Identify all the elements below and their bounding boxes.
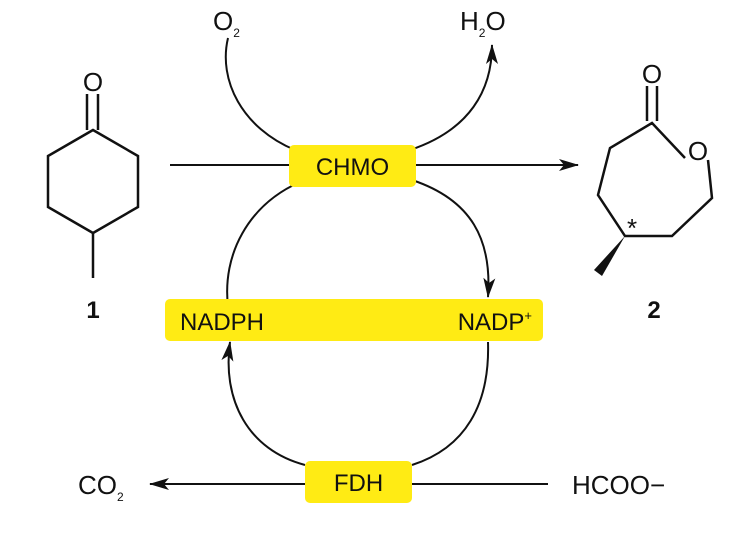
fdh-enzyme-box	[305, 461, 412, 503]
substrate-number: 1	[86, 297, 99, 324]
product-carbonyl-oxygen: O	[642, 59, 662, 89]
water-release-arrow	[409, 44, 498, 151]
chmo-enzyme-box	[289, 145, 416, 187]
nadp-label: NADP+	[458, 308, 532, 336]
product-methyl-wedge	[594, 236, 625, 276]
chmo-label: CHMO	[316, 154, 389, 181]
fdh-to-nadph-arrow	[221, 341, 306, 466]
cofactor-bar	[165, 299, 543, 341]
substrate-carbonyl-oxygen: O	[83, 67, 103, 97]
co2-label: CO2	[78, 470, 124, 504]
nadp-to-fdh-curve	[411, 341, 490, 466]
nadph-to-chmo-curve	[226, 181, 301, 307]
substrate-structure	[46, 94, 140, 278]
nadph-label: NADPH	[180, 309, 264, 336]
formate-label: HCOO−	[572, 470, 665, 500]
product-ring-oxygen: O	[688, 136, 708, 166]
chmo-to-nadp-arrow	[411, 179, 496, 298]
fdh-label: FDH	[334, 470, 383, 497]
oxygen-input-curve	[224, 37, 296, 151]
product-number: 2	[647, 297, 660, 324]
water-label: H2O	[460, 6, 506, 40]
product-structure	[596, 86, 714, 238]
oxygen-label: O2	[213, 6, 240, 40]
stereocenter-marker: *	[627, 213, 637, 243]
